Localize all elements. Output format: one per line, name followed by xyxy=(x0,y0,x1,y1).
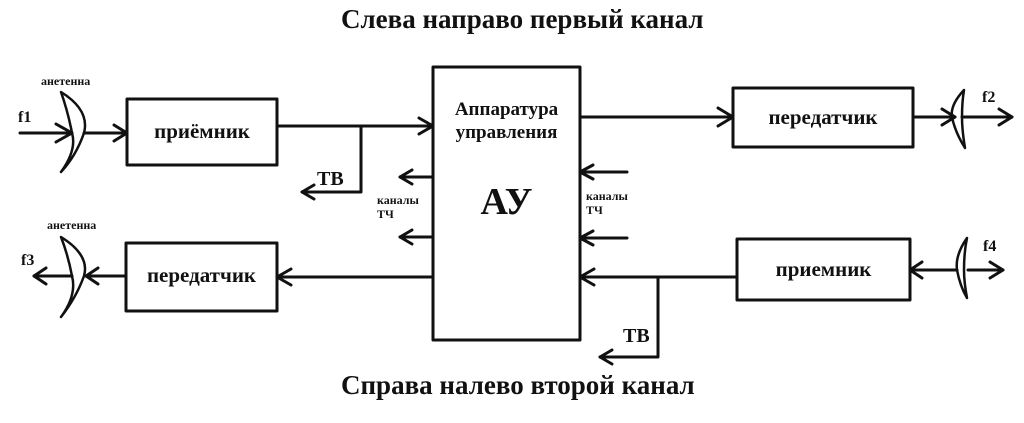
tch-right-label-line2: ТЧ xyxy=(586,203,603,217)
transmitter-2-label: передатчик xyxy=(146,263,257,287)
control-unit-abbr: АУ xyxy=(480,181,533,223)
antenna3-arrowhead xyxy=(84,266,100,286)
f2-label: f2 xyxy=(982,89,996,106)
tch-left-arrowhead-1 xyxy=(398,168,414,186)
antenna-4 xyxy=(955,236,969,300)
f4-arrowhead xyxy=(988,260,1005,280)
f3-label: f3 xyxy=(21,252,35,269)
transmitter-1-label: передатчик xyxy=(768,105,878,129)
tv-1-label: ТВ xyxy=(317,168,344,190)
antenna2-arrowhead xyxy=(940,107,957,127)
tv1-branch-line xyxy=(300,124,363,194)
antenna-1-label: анетенна xyxy=(41,74,91,88)
tch-right-label: каналы ТЧ xyxy=(586,189,628,217)
tv2-branch-line xyxy=(598,275,660,359)
antenna-3-label: анетенна xyxy=(47,218,97,232)
antenna-3 xyxy=(59,235,87,319)
f2-arrowhead xyxy=(997,107,1014,127)
au-input-arrowhead xyxy=(417,116,435,136)
au-input2-arrowhead xyxy=(578,267,596,287)
f3-arrowhead xyxy=(32,266,48,286)
f4-label: f4 xyxy=(983,238,997,255)
tv-2-label: ТВ xyxy=(623,325,650,347)
tch-left-arrowhead-2 xyxy=(398,228,414,246)
tch-right-arrowhead-2 xyxy=(578,229,595,247)
receiver-1-box xyxy=(125,97,279,167)
control-unit-name: Аппаратура управления xyxy=(433,98,580,144)
title-second-channel: Справа налево второй канал xyxy=(341,370,695,400)
f1-label: f1 xyxy=(18,109,32,126)
receiver-2-label: приемник xyxy=(775,257,872,281)
tv2-arrowhead xyxy=(598,348,614,366)
antenna-1 xyxy=(59,90,87,174)
tv1-arrowhead xyxy=(300,183,316,201)
tch-left-label: каналы ТЧ xyxy=(377,193,419,221)
antenna-2 xyxy=(950,88,967,150)
receiver-2-box xyxy=(735,237,912,302)
control-unit-box xyxy=(431,65,582,342)
tch-right-arrowhead-1 xyxy=(578,163,595,181)
receiver-1-label: приёмник xyxy=(154,119,250,143)
title-first-channel: Слева направо первый канал xyxy=(341,4,704,34)
tch-left-label-line1: каналы xyxy=(377,193,419,207)
tch-right-label-line1: каналы xyxy=(586,189,628,203)
control-unit-name-line2: управления xyxy=(455,122,558,143)
tch-left-label-line2: ТЧ xyxy=(377,207,394,221)
control-unit-name-line1: Аппаратура xyxy=(454,99,559,120)
